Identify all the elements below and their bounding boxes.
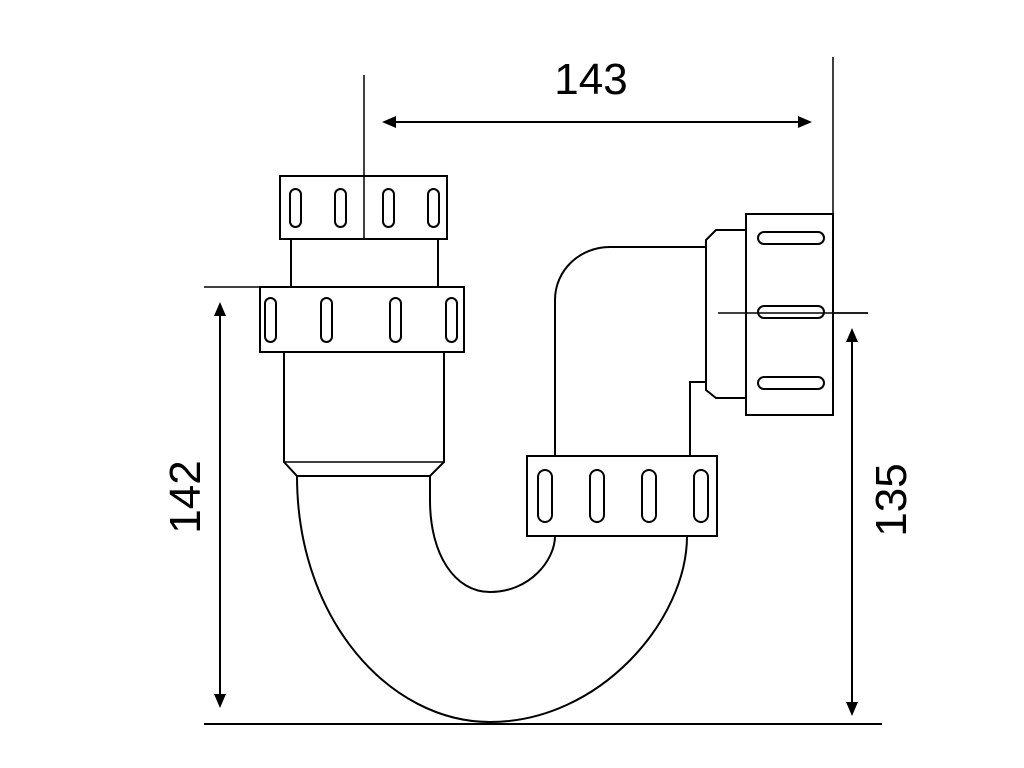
right-height-dimension: 135 (846, 328, 916, 716)
inlet-tail-pipe (283, 351, 445, 477)
left-height-dimension: 142 (161, 302, 226, 708)
horizontal-dimension: 143 (382, 55, 812, 128)
inlet-collar (290, 238, 439, 288)
outlet-adapter (705, 229, 747, 399)
bottom-slip-nut (526, 455, 718, 537)
middle-slip-nut (259, 286, 465, 353)
horizontal-dimension-label: 143 (554, 55, 627, 104)
left-height-dimension-label: 142 (161, 460, 210, 533)
top-slip-nut (279, 175, 448, 240)
outlet-slip-nut (745, 213, 834, 416)
outlet-arm-pipe (554, 246, 707, 461)
right-height-dimension-label: 135 (867, 463, 916, 536)
